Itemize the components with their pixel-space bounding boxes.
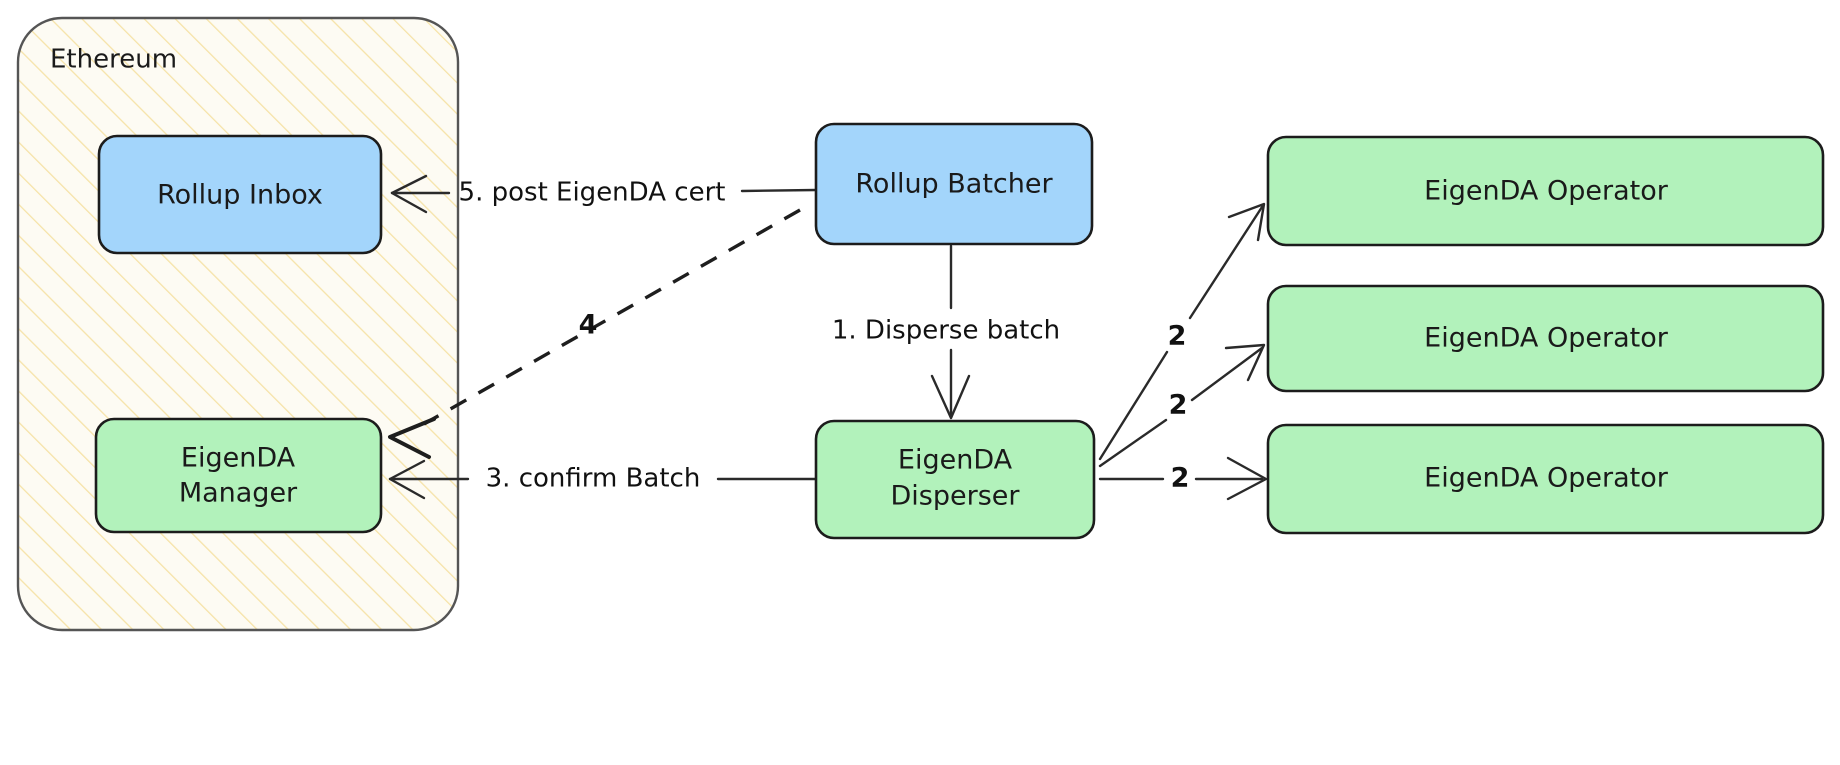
node-eigenda-manager-label-line1: EigenDA: [181, 443, 296, 474]
edge-4-line: [423, 208, 801, 426]
edge-3-confirm-batch: 3. confirm Batch: [388, 459, 818, 500]
edge-2b-line-lower: [1098, 418, 1168, 468]
edge-2a-line-upper: [1188, 205, 1264, 320]
edge-4-label: 4: [579, 310, 598, 341]
node-eigenda-operator-2-label: EigenDA Operator: [1424, 323, 1669, 354]
group-ethereum-label: Ethereum: [50, 45, 177, 75]
edge-3-arrow-head: [388, 459, 426, 500]
node-rollup-inbox-label: Rollup Inbox: [157, 180, 323, 211]
edge-1-arrow-head: [930, 374, 971, 420]
node-eigenda-disperser-label-line2: Disperser: [891, 481, 1021, 512]
edge-2-operator-3: 2: [1098, 456, 1268, 501]
group-ethereum: Ethereum: [16, 16, 460, 632]
node-eigenda-operator-1-shape[interactable]: [1266, 135, 1825, 247]
edge-2c-arrow-head: [1226, 456, 1268, 501]
node-eigenda-operator-3-label: EigenDA Operator: [1424, 463, 1669, 494]
edge-2b-line-upper: [1190, 346, 1264, 402]
node-rollup-inbox-shape[interactable]: [97, 134, 383, 255]
node-eigenda-operator-2[interactable]: EigenDA Operator: [1266, 284, 1825, 393]
edge-5-post-cert: 5. post EigenDA cert: [390, 174, 818, 214]
node-eigenda-manager-shape[interactable]: [94, 417, 383, 534]
edge-2b-arrow-head: [1224, 343, 1266, 382]
edge-2a-line-lower: [1098, 350, 1169, 461]
edge-2c-label: 2: [1171, 463, 1190, 494]
node-rollup-batcher[interactable]: Rollup Batcher: [814, 122, 1094, 246]
node-rollup-batcher-shape[interactable]: [814, 122, 1094, 246]
group-ethereum-shape: [16, 16, 460, 632]
edge-2b-label: 2: [1169, 390, 1188, 421]
node-eigenda-disperser-label-line1: EigenDA: [898, 445, 1013, 476]
edge-5-arrow-head: [390, 174, 428, 214]
node-rollup-inbox[interactable]: Rollup Inbox: [97, 134, 383, 255]
edge-1-disperse-batch: 1. Disperse batch: [832, 244, 1060, 420]
edge-5-line-right: [740, 188, 818, 193]
edge-4-dashed: 4: [388, 208, 801, 459]
edge-2a-arrow-head: [1227, 202, 1266, 242]
edge-2-operator-1: 2: [1098, 202, 1266, 461]
node-eigenda-manager[interactable]: EigenDA Manager: [94, 417, 383, 534]
node-eigenda-disperser-shape[interactable]: [814, 419, 1096, 540]
edge-2a-label: 2: [1168, 321, 1187, 352]
edge-4-arrow-head: [388, 417, 436, 459]
node-eigenda-operator-3[interactable]: EigenDA Operator: [1266, 423, 1825, 535]
node-eigenda-operator-3-shape[interactable]: [1266, 423, 1825, 535]
edge-5-label: 5. post EigenDA cert: [459, 178, 726, 208]
edge-3-label: 3. confirm Batch: [486, 464, 701, 494]
edge-1-label: 1. Disperse batch: [832, 316, 1060, 346]
node-eigenda-disperser[interactable]: EigenDA Disperser: [814, 419, 1096, 540]
node-eigenda-operator-1-label: EigenDA Operator: [1424, 176, 1669, 207]
node-rollup-batcher-label: Rollup Batcher: [855, 169, 1053, 200]
node-eigenda-operator-1[interactable]: EigenDA Operator: [1266, 135, 1825, 247]
edge-2-operator-2: 2: [1098, 343, 1266, 468]
node-eigenda-manager-label-line2: Manager: [179, 478, 298, 509]
node-eigenda-operator-2-shape[interactable]: [1266, 284, 1825, 393]
